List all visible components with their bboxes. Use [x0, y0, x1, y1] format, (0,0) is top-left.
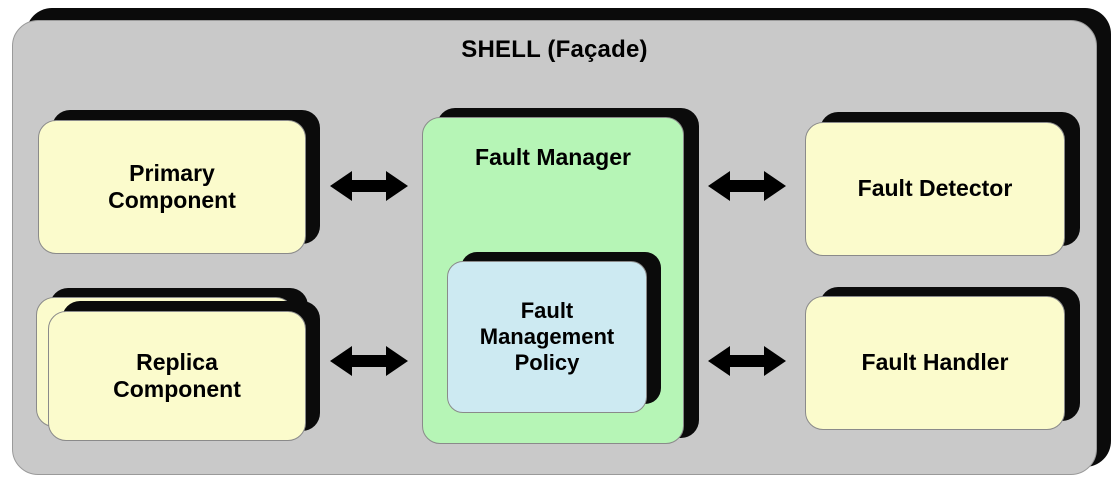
fault-handler-label: Fault Handler: [861, 349, 1009, 376]
fault-manager-label: Fault Manager: [475, 144, 631, 170]
replica-component-label-line1: Replica: [136, 348, 218, 375]
fault-detector-label: Fault Detector: [857, 175, 1013, 202]
primary-component-label-line1: Primary: [129, 159, 215, 186]
fault-management-policy-box[interactable]: Fault Management Policy: [447, 261, 647, 413]
primary-component-box[interactable]: Primary Component: [38, 120, 306, 254]
replica-component-label: Replica Component: [113, 349, 241, 403]
fault-management-policy-label-line1: Fault: [520, 298, 574, 324]
double-arrow-icon-manager-to-handler: [708, 346, 786, 376]
primary-component-label: Primary Component: [108, 160, 236, 214]
double-arrow-icon-manager-to-detector: [708, 171, 786, 201]
double-arrow-icon-replica-to-manager: [330, 346, 408, 376]
fault-management-policy-label-line2: Management: [479, 324, 615, 350]
shell-title: SHELL (Façade): [461, 36, 648, 63]
replica-component-label-line2: Component: [113, 376, 241, 402]
fault-management-policy-label-line3: Policy: [514, 349, 580, 375]
double-arrow-icon-primary-to-manager: [330, 171, 408, 201]
fault-handler-box[interactable]: Fault Handler: [805, 296, 1065, 430]
replica-component-box[interactable]: Replica Component: [48, 311, 306, 441]
primary-component-label-line2: Component: [108, 187, 236, 213]
fault-management-policy-label: Fault Management Policy: [480, 298, 614, 376]
fault-detector-box[interactable]: Fault Detector: [805, 122, 1065, 256]
